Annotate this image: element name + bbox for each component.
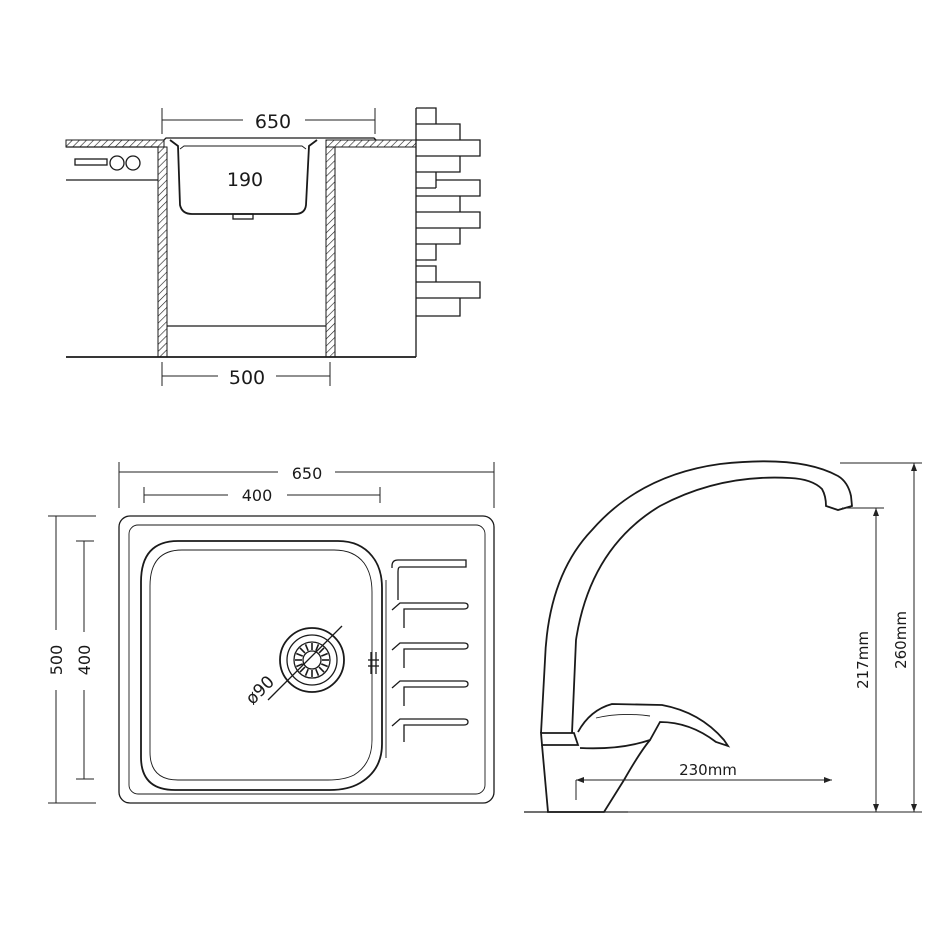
cabinet-wall-right xyxy=(325,146,336,358)
sink-rim xyxy=(163,137,377,141)
cabinet-wall-left xyxy=(157,146,168,358)
drain-spoke xyxy=(315,643,320,652)
faucet-body xyxy=(540,732,580,746)
drain-spoke xyxy=(304,643,309,652)
depth-label: 190 xyxy=(227,169,263,191)
drain-section xyxy=(232,213,254,220)
drain-spoke xyxy=(299,666,306,673)
side-section-view: 650 190 500 xyxy=(65,107,481,389)
dim-260mm xyxy=(840,462,922,813)
bowl-width-label: 400 xyxy=(242,486,273,505)
countertop-left xyxy=(65,139,165,148)
drawer-handle xyxy=(74,158,108,166)
width-label-top: 650 xyxy=(292,464,323,483)
drain-spoke xyxy=(299,647,306,654)
drain-top xyxy=(267,625,345,701)
knob-1 xyxy=(109,155,125,171)
drain-spoke xyxy=(315,668,320,677)
dim-500-cabinet xyxy=(161,362,331,386)
top-view: ø90 650 400 500 xyxy=(47,462,495,804)
total-height-label: 260mm xyxy=(892,611,910,669)
faucet-handle xyxy=(577,703,731,750)
width-label-side: 650 xyxy=(255,111,291,133)
dim-217mm xyxy=(600,507,884,813)
reach-label: 230mm xyxy=(679,761,737,779)
drainboard-grooves xyxy=(385,559,469,758)
dim-500-left xyxy=(48,515,96,804)
countertop-right xyxy=(325,139,417,148)
drain-spoke xyxy=(320,652,329,657)
dim-230mm xyxy=(575,777,832,800)
drain-spoke xyxy=(295,663,304,668)
drain-spoke xyxy=(318,647,325,654)
drain-label: ø90 xyxy=(242,672,279,709)
brick-wall xyxy=(415,107,481,357)
cabinet-label: 500 xyxy=(229,367,265,389)
dim-650-topview xyxy=(118,462,495,508)
length-label: 500 xyxy=(47,645,66,676)
overflow-slots xyxy=(368,652,379,674)
knob-2 xyxy=(125,155,141,171)
sink-bowl xyxy=(140,540,383,791)
faucet-view: 230mm 217mm 260mm xyxy=(524,460,922,813)
drain-spoke xyxy=(318,666,325,673)
dim-400-topview xyxy=(143,487,381,503)
drain-spoke xyxy=(304,668,309,677)
bowl-length-label: 400 xyxy=(75,645,94,676)
dim-650-top xyxy=(161,108,376,134)
spout-height-label: 217mm xyxy=(854,631,872,689)
drain-spoke xyxy=(320,663,329,668)
sink-outline xyxy=(118,515,495,804)
dim-400-left xyxy=(76,540,94,780)
drain-spoke xyxy=(295,652,304,657)
faucet-spout xyxy=(540,460,853,734)
